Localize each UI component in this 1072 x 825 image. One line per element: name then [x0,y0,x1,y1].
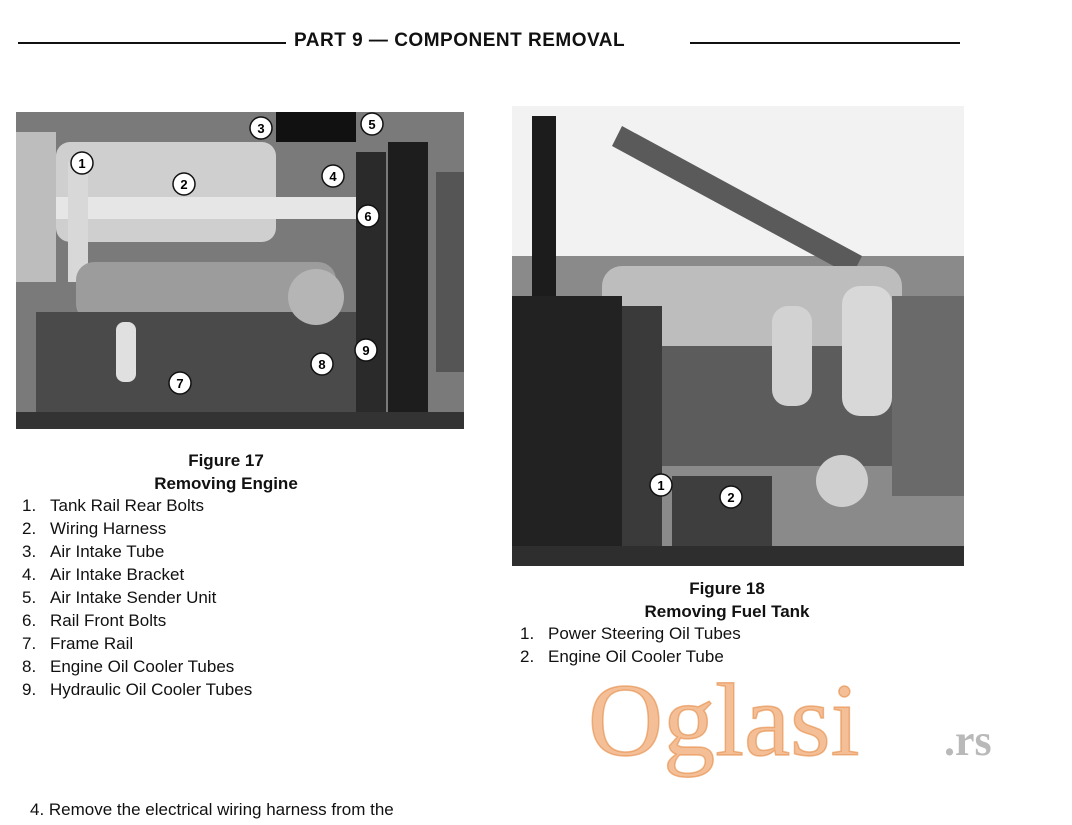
section-title: PART 9 — COMPONENT REMOVAL [294,30,626,51]
page-header: PART 9 — COMPONENT REMOVAL [18,30,960,56]
callout-3: 3 [249,116,273,140]
figure-18-number: Figure 18 [689,579,765,598]
svg-text:3: 3 [257,121,264,136]
callout-2: 2 [719,485,743,509]
callout-4: 4 [321,164,345,188]
list-item: 7.Frame Rail [22,634,134,653]
callout-2: 2 [172,172,196,196]
callout-7: 7 [168,371,192,395]
callout-1: 1 [649,473,673,497]
svg-text:1: 1 [657,478,664,493]
figure-18-callouts: 1 2 [649,473,743,509]
callout-5: 5 [360,112,384,136]
figure-17-number: Figure 17 [188,451,264,470]
list-item: 2.Engine Oil Cooler Tube [520,647,724,666]
figure-17-photo [16,112,464,429]
step-4-text: 4. Remove the electrical wiring harness … [30,800,394,819]
list-item: 1.Power Steering Oil Tubes [520,624,741,643]
svg-text:8: 8 [318,357,325,372]
callout-9: 9 [354,338,378,362]
svg-text:2: 2 [727,490,734,505]
list-item: 2.Wiring Harness [22,519,167,538]
svg-text:5: 5 [368,117,375,132]
figure-17-legend: 1.Tank Rail Rear Bolts 2.Wiring Harness … [22,494,252,701]
list-item: 3.Air Intake Tube [22,542,165,561]
watermark-brand: Oglasi [588,663,860,778]
list-item: 5.Air Intake Sender Unit [22,588,217,607]
list-item: 6.Rail Front Bolts [22,611,167,630]
figure-18-caption: Figure 18 Removing Fuel Tank [512,577,942,623]
list-item: 8.Engine Oil Cooler Tubes [22,657,235,676]
figure-18-legend: 1.Power Steering Oil Tubes 2.Engine Oil … [520,622,741,668]
svg-text:2: 2 [180,177,187,192]
callout-8: 8 [310,352,334,376]
svg-text:1: 1 [78,156,85,171]
header-rule-right [690,42,960,44]
svg-text:6: 6 [364,209,371,224]
list-item: 4.Air Intake Bracket [22,565,185,584]
watermark-tld: .rs [944,716,992,765]
svg-text:4: 4 [329,169,337,184]
header-rule-left [18,42,286,44]
svg-text:9: 9 [362,343,369,358]
list-item: 9.Hydraulic Oil Cooler Tubes [22,680,253,699]
svg-text:7: 7 [176,376,183,391]
figure-17-callouts: 1 2 3 4 5 6 7 8 9 [70,112,384,395]
callout-6: 6 [356,204,380,228]
figure-17-caption: Figure 17 Removing Engine [16,449,436,495]
figure-18-photo [512,106,964,566]
figure-18-title: Removing Fuel Tank [644,602,810,621]
callout-1: 1 [70,151,94,175]
list-item: 1.Tank Rail Rear Bolts [22,496,205,515]
figure-17-title: Removing Engine [154,474,298,493]
watermark-logo: Oglasi .rs [588,660,1028,780]
